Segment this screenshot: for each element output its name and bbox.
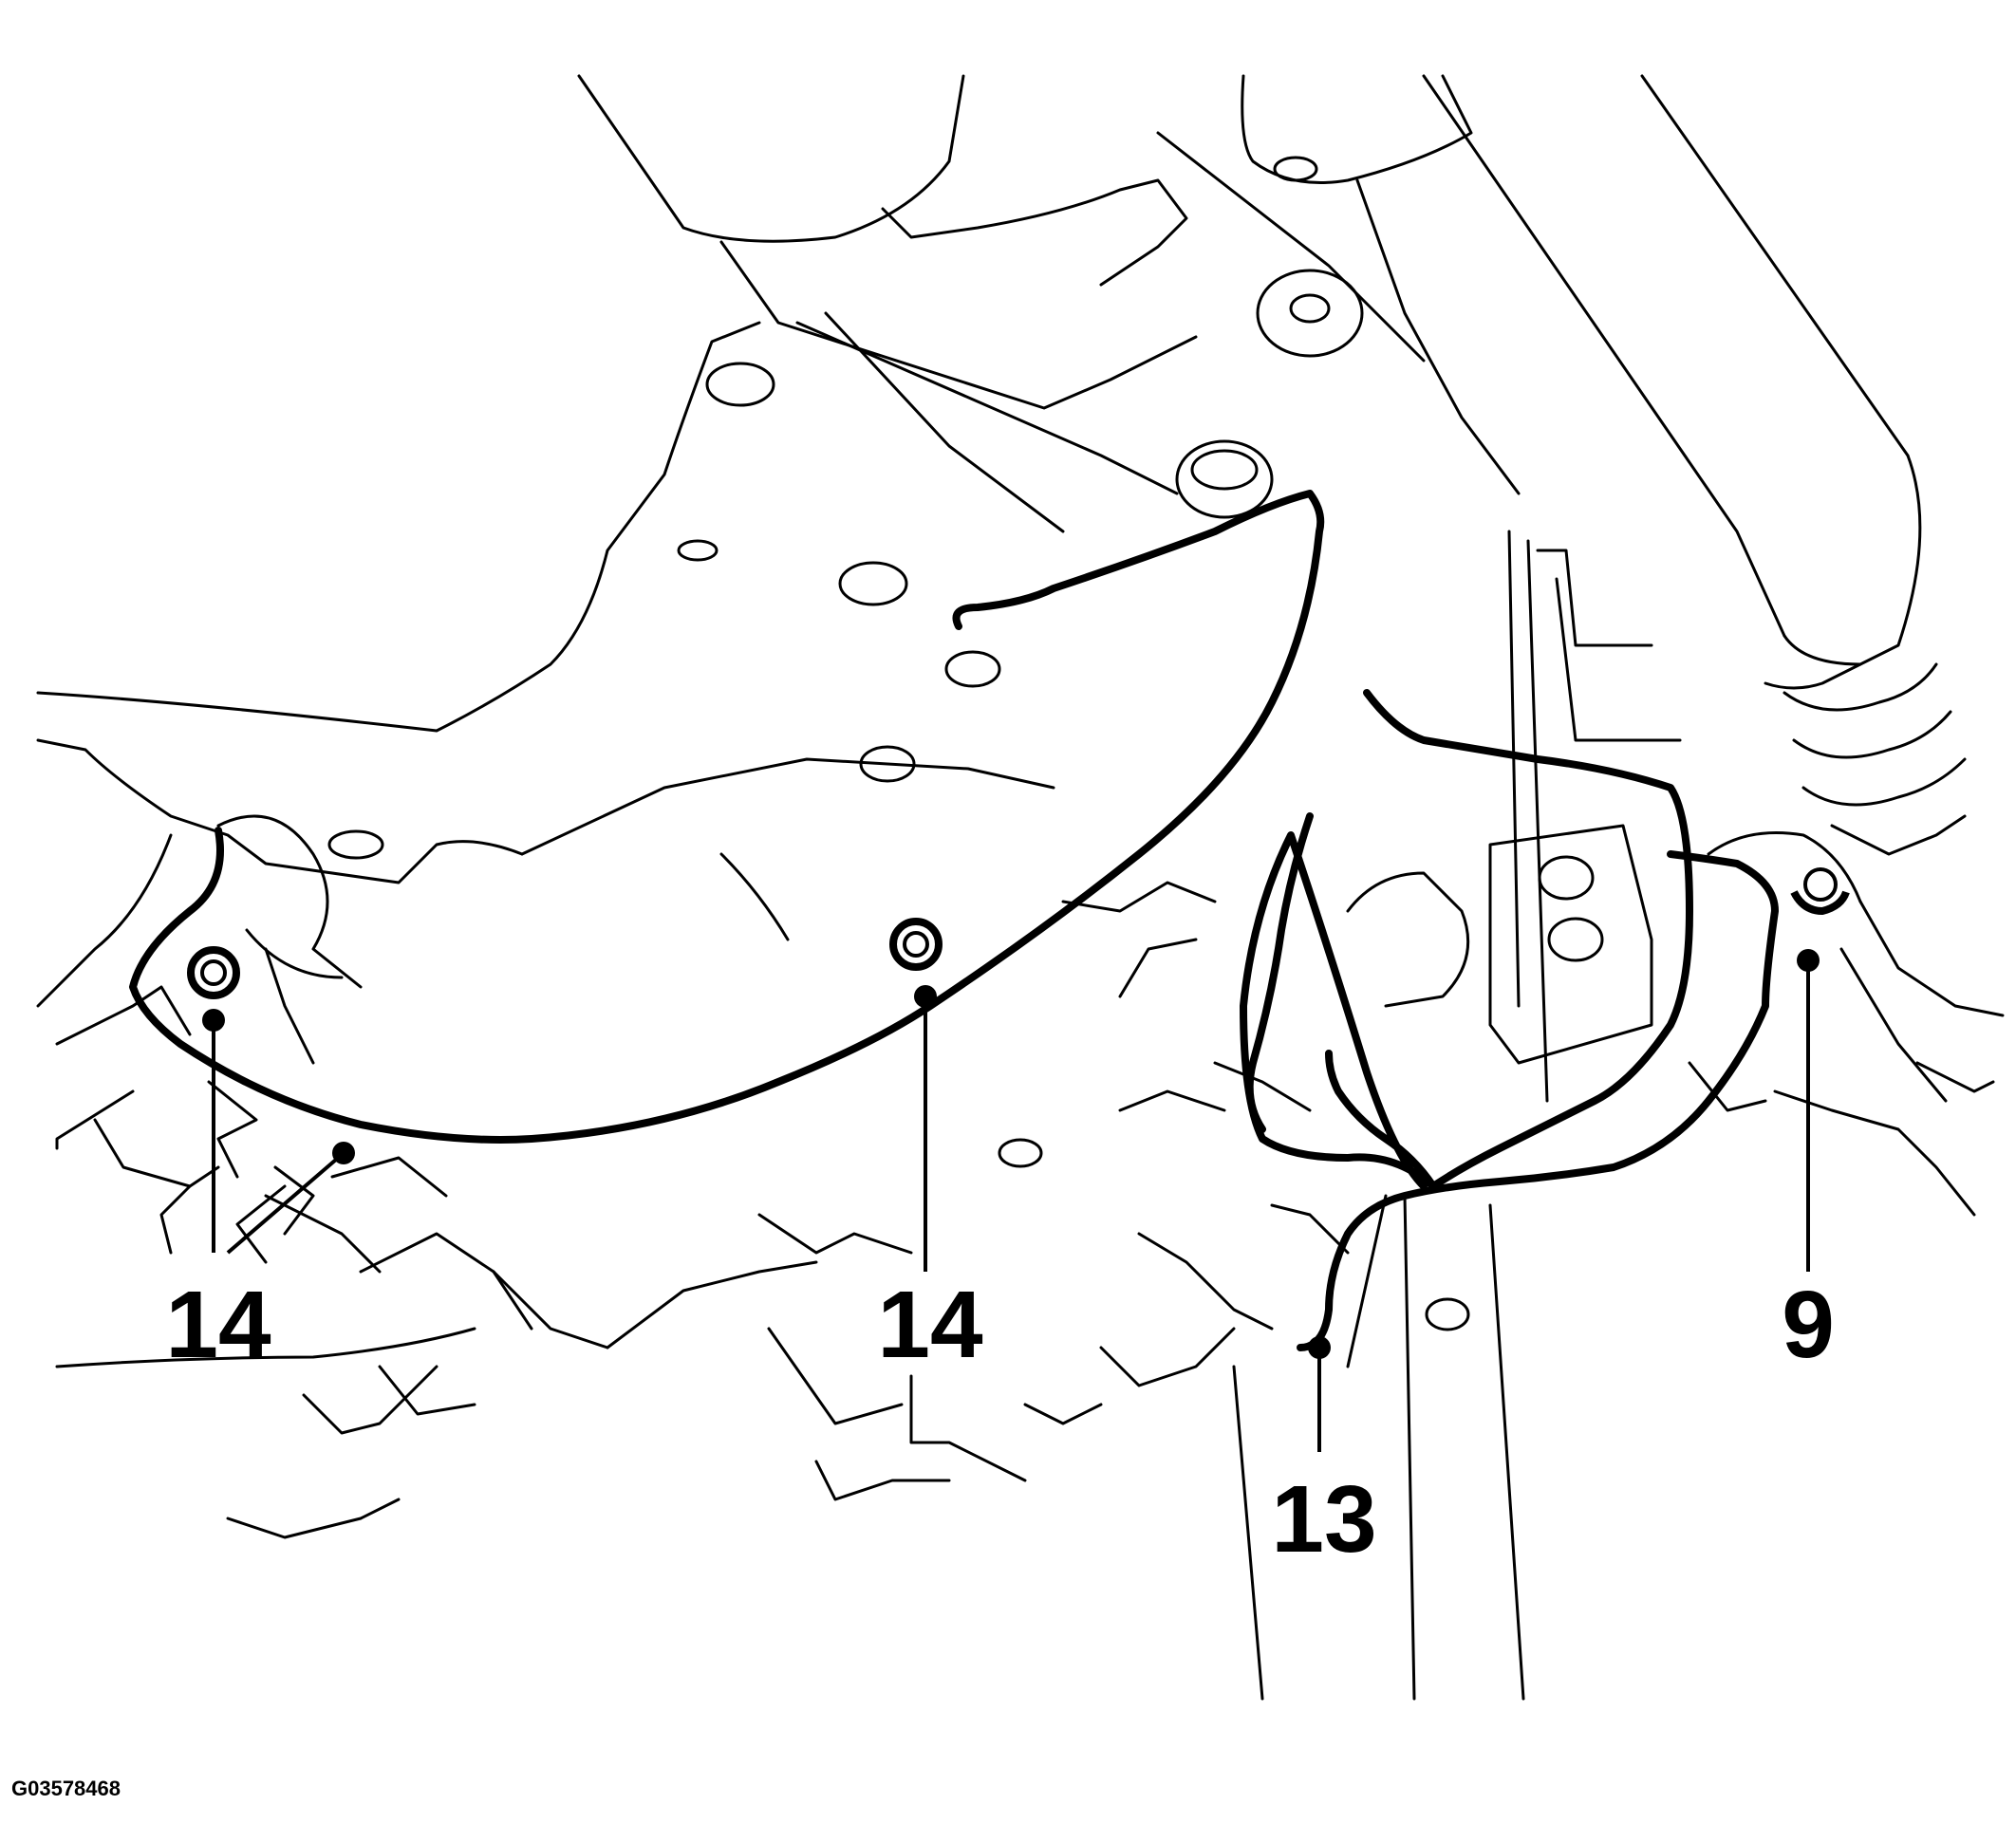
leader-14-mid [914, 985, 937, 1272]
curved-cover-outline [129, 490, 1325, 1144]
callout-leaders [202, 949, 1820, 1452]
mount-bracket-outline [1240, 689, 1693, 1190]
bolt-hex-right [1790, 867, 1850, 916]
leader-13 [1308, 1336, 1331, 1452]
highlighted-parts [129, 490, 1850, 1351]
bolt-hex-mid [889, 918, 943, 971]
figure-id: G03578468 [11, 1777, 121, 1800]
leader-9 [1797, 949, 1820, 1272]
leader-14-left [202, 1009, 355, 1255]
bracket-flange-outline [1245, 812, 1779, 1351]
background-linework [36, 74, 2005, 1701]
bolt-hex-left [187, 946, 240, 999]
callout-9: 9 [1782, 1272, 1835, 1378]
callout-14-mid: 14 [877, 1272, 983, 1378]
callout-14-left: 14 [165, 1272, 271, 1378]
callout-13: 13 [1271, 1466, 1376, 1573]
